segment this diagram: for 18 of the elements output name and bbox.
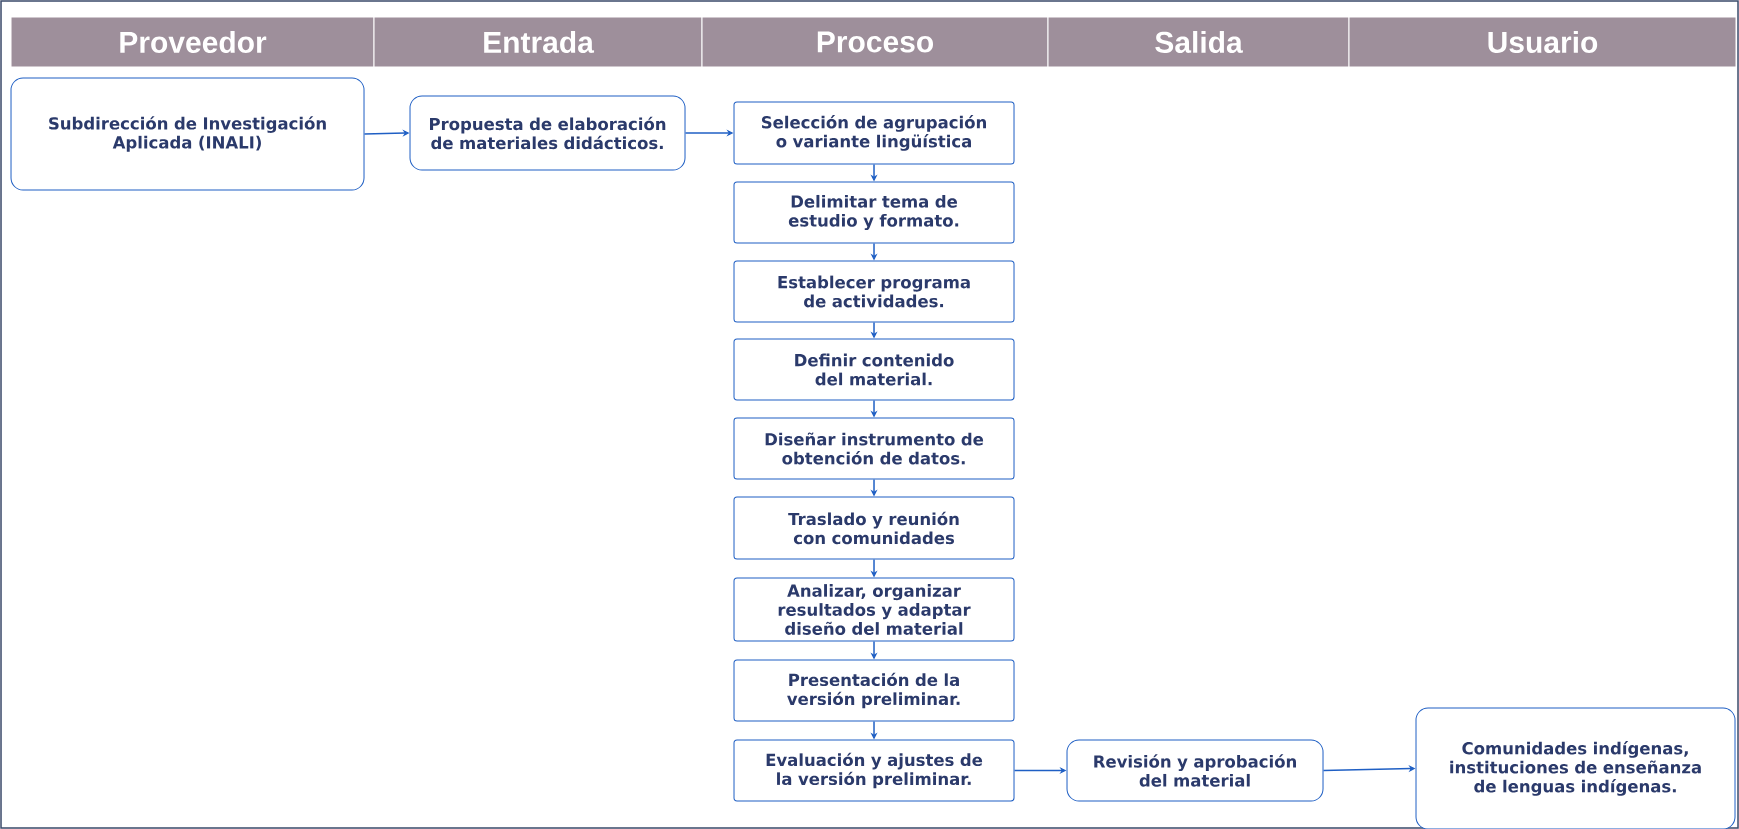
column-header: Proceso <box>701 16 1049 68</box>
process-box: Revisión y aprobación del material <box>1066 739 1324 802</box>
process-box: Selección de agrupación o variante lingüística <box>733 101 1015 165</box>
process-box: Presentación de la versión preliminar. <box>733 659 1015 722</box>
column-header: Proveedor <box>10 16 375 68</box>
column-header: Entrada <box>373 16 703 68</box>
process-box: Traslado y reunión con comunidades <box>733 496 1015 560</box>
process-box: Establecer programa de actividades. <box>733 260 1015 323</box>
process-box: Definir contenido del material. <box>733 338 1015 401</box>
process-box: Propuesta de elaboración de materiales didácticos. <box>409 95 686 171</box>
column-header: Salida <box>1047 16 1350 68</box>
process-box: Subdirección de Investigación Aplicada (INALI) <box>10 77 365 191</box>
process-box: Comunidades indígenas, instituciones de enseñanza de lenguas indígenas. <box>1415 707 1736 829</box>
column-header: Usuario <box>1348 16 1737 68</box>
process-box: Delimitar tema de estudio y formato. <box>733 181 1015 244</box>
process-box: Diseñar instrumento de obtención de datos. <box>733 417 1015 480</box>
process-box: Evaluación y ajustes de la versión preliminar. <box>733 739 1015 802</box>
process-box: Analizar, organizar resultados y adaptar diseño del material <box>733 577 1015 642</box>
